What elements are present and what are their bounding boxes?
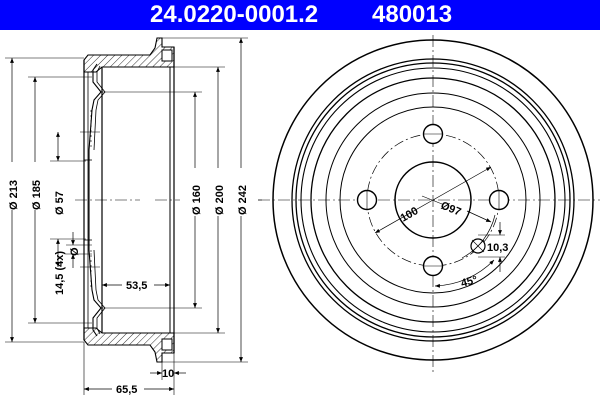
dim-angle: 45° [460, 274, 479, 290]
title-bar: 24.0220-0001.2 480013 [0, 0, 600, 30]
dim-bolt-hole: 14,5 (4x) [54, 251, 66, 295]
dim-hole-diameter: 10,3 [487, 242, 508, 254]
dim-d160: Ø 160 [191, 185, 203, 215]
dim-flange-width: 10 [162, 368, 174, 380]
dim-d200: Ø 200 [214, 185, 226, 215]
dim-total-height: 65,5 [116, 384, 137, 396]
dim-depth-inner: 53,5 [126, 280, 147, 292]
dim-d57: Ø 57 [54, 191, 66, 215]
dim-pcd: 100 [399, 205, 421, 225]
reference-number: 480013 [372, 1, 453, 28]
dim-hub-diameter: Ø97 [439, 200, 463, 219]
front-view: 100 Ø97 10,3 45° [258, 35, 600, 372]
dim-bolt-hole-symbol: Ø [69, 247, 81, 256]
technical-drawing: Ø 213 Ø 185 Ø 57 14,5 (4x) Ø Ø 160 Ø 200… [5, 35, 600, 396]
section-view: Ø 213 Ø 185 Ø 57 14,5 (4x) Ø Ø 160 Ø 200… [5, 37, 262, 396]
dim-d185: Ø 185 [31, 180, 43, 210]
dim-d242: Ø 242 [237, 185, 249, 215]
part-number: 24.0220-0001.2 [150, 1, 319, 28]
dim-d213: Ø 213 [8, 180, 20, 210]
